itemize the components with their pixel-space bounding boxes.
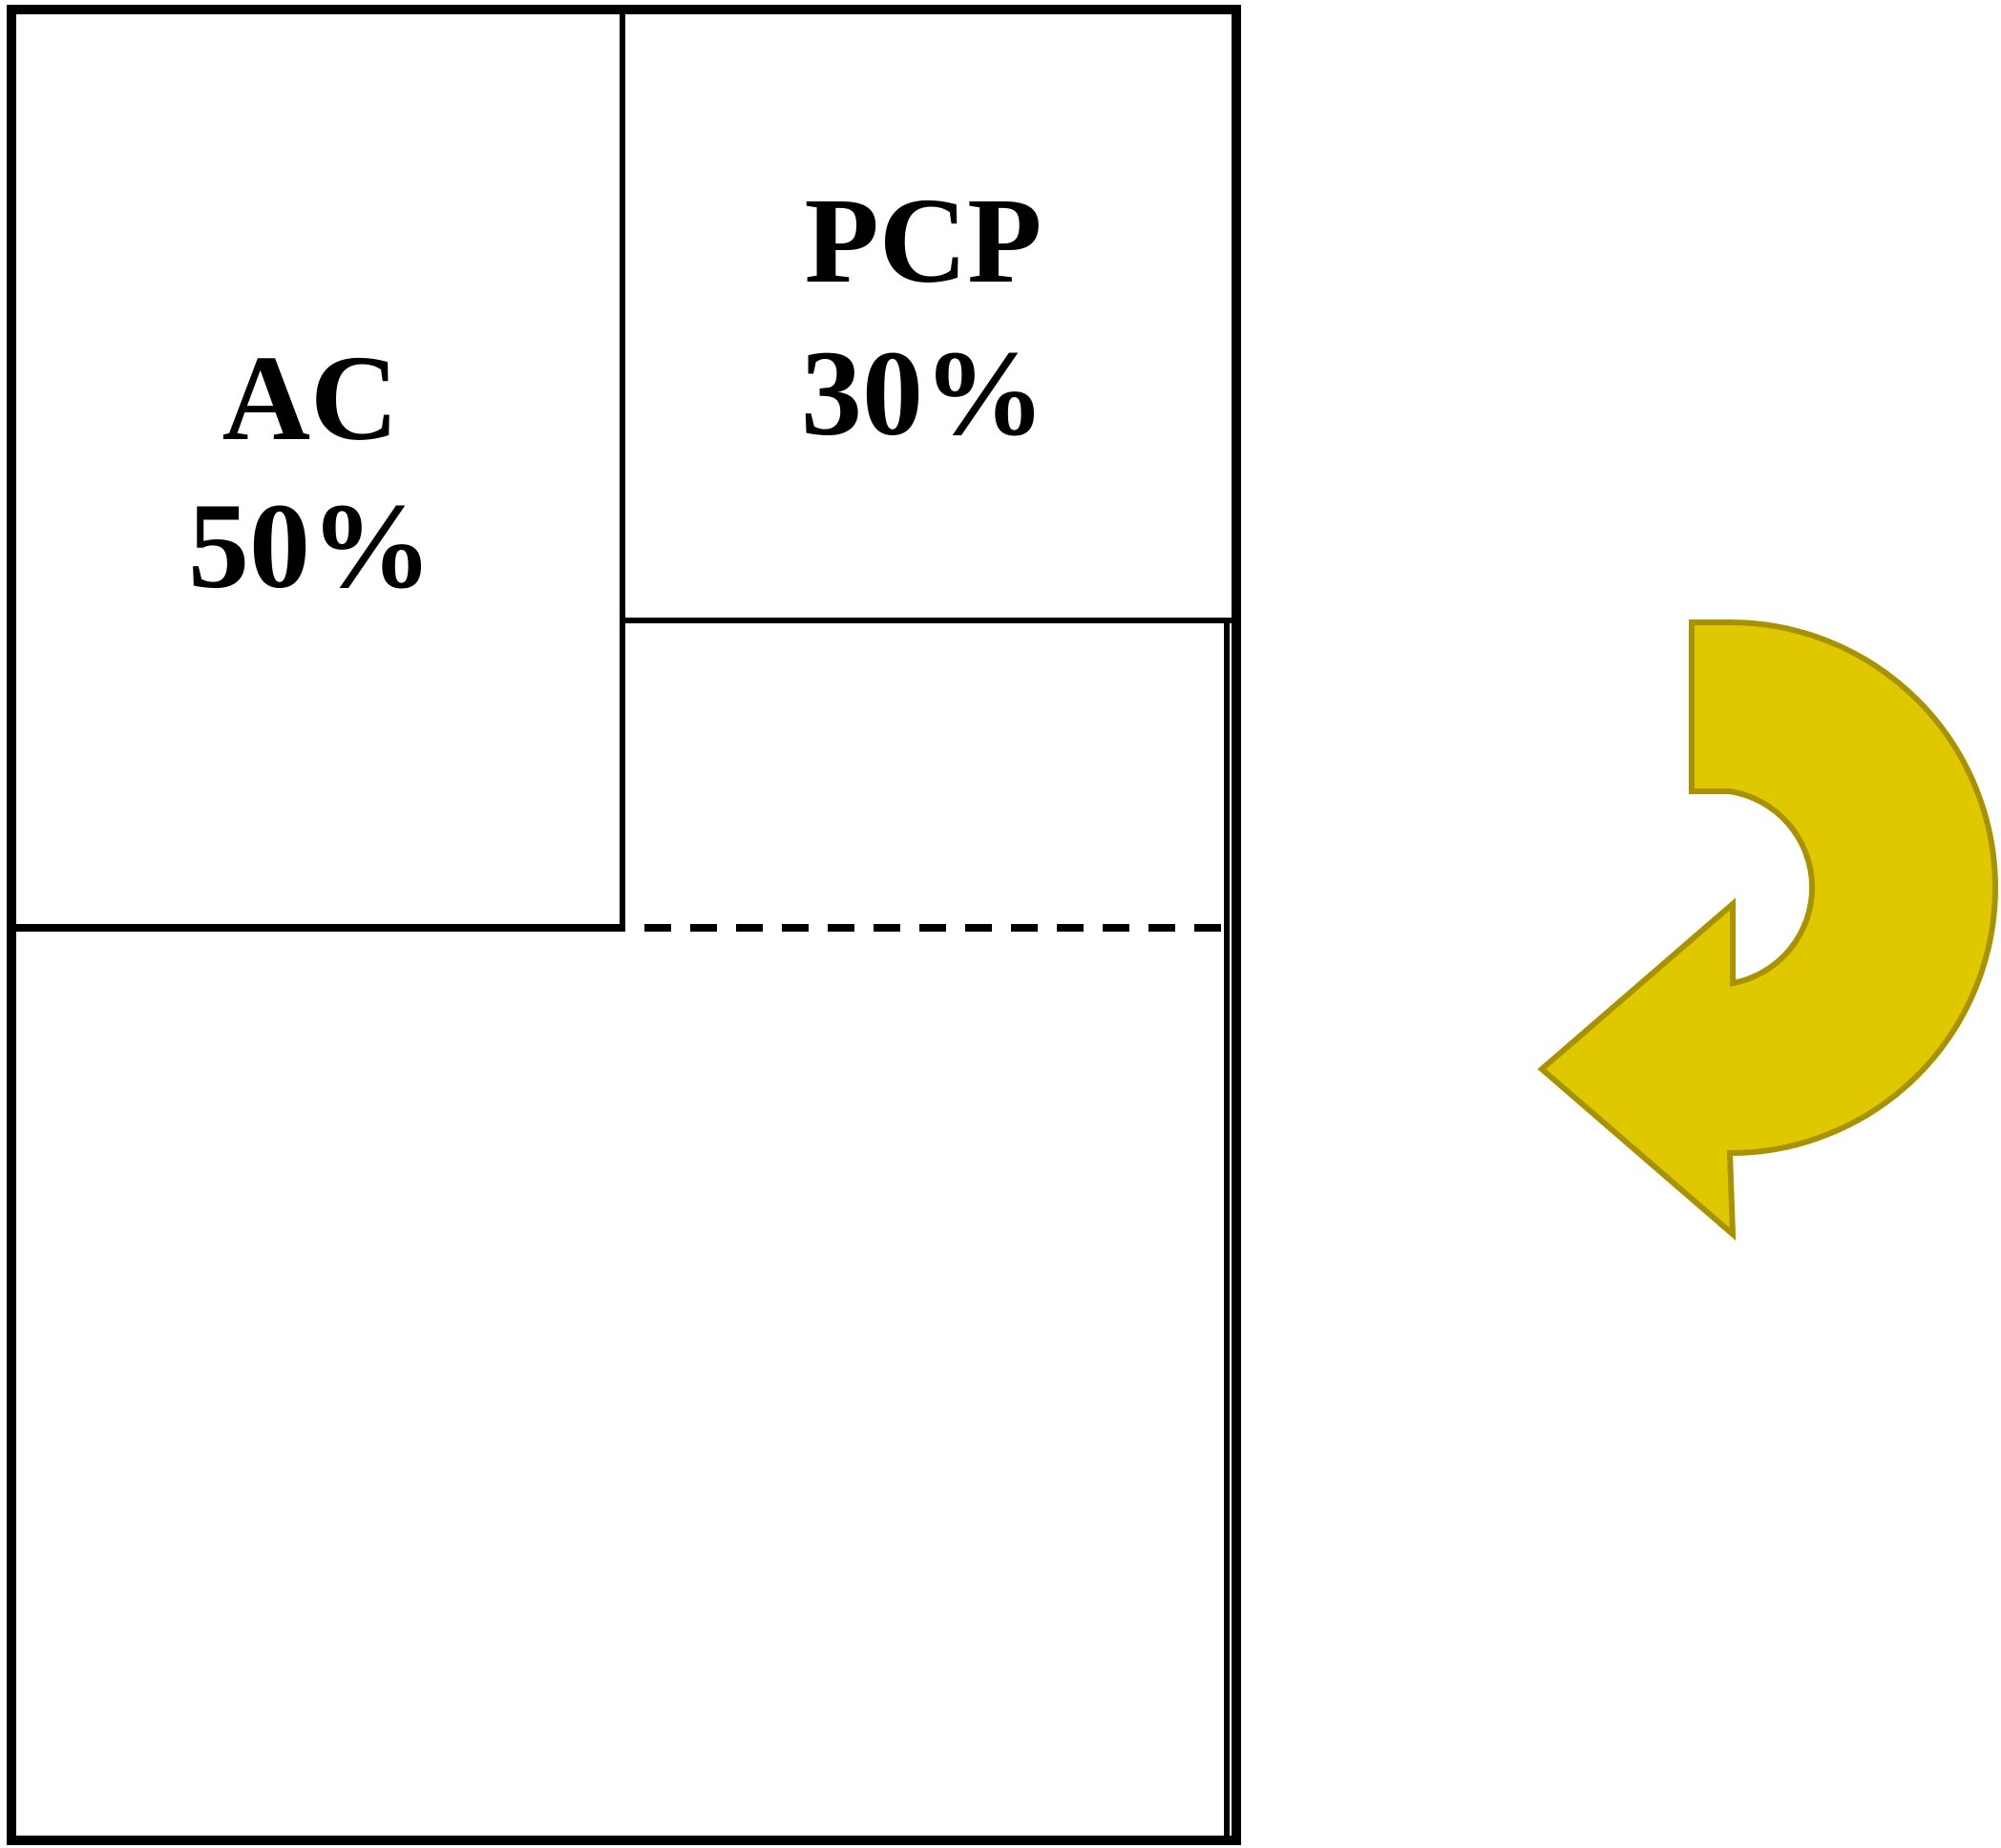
u-turn-arrow-shape (1537, 620, 1998, 1241)
pcp-label: PCP (805, 173, 1043, 308)
ac-share: 50% (188, 478, 432, 614)
ac-label: AC (222, 330, 399, 466)
counterclockwise-u-turn-arrow-icon (1537, 620, 1998, 1241)
pcp-share: 30% (801, 326, 1045, 461)
